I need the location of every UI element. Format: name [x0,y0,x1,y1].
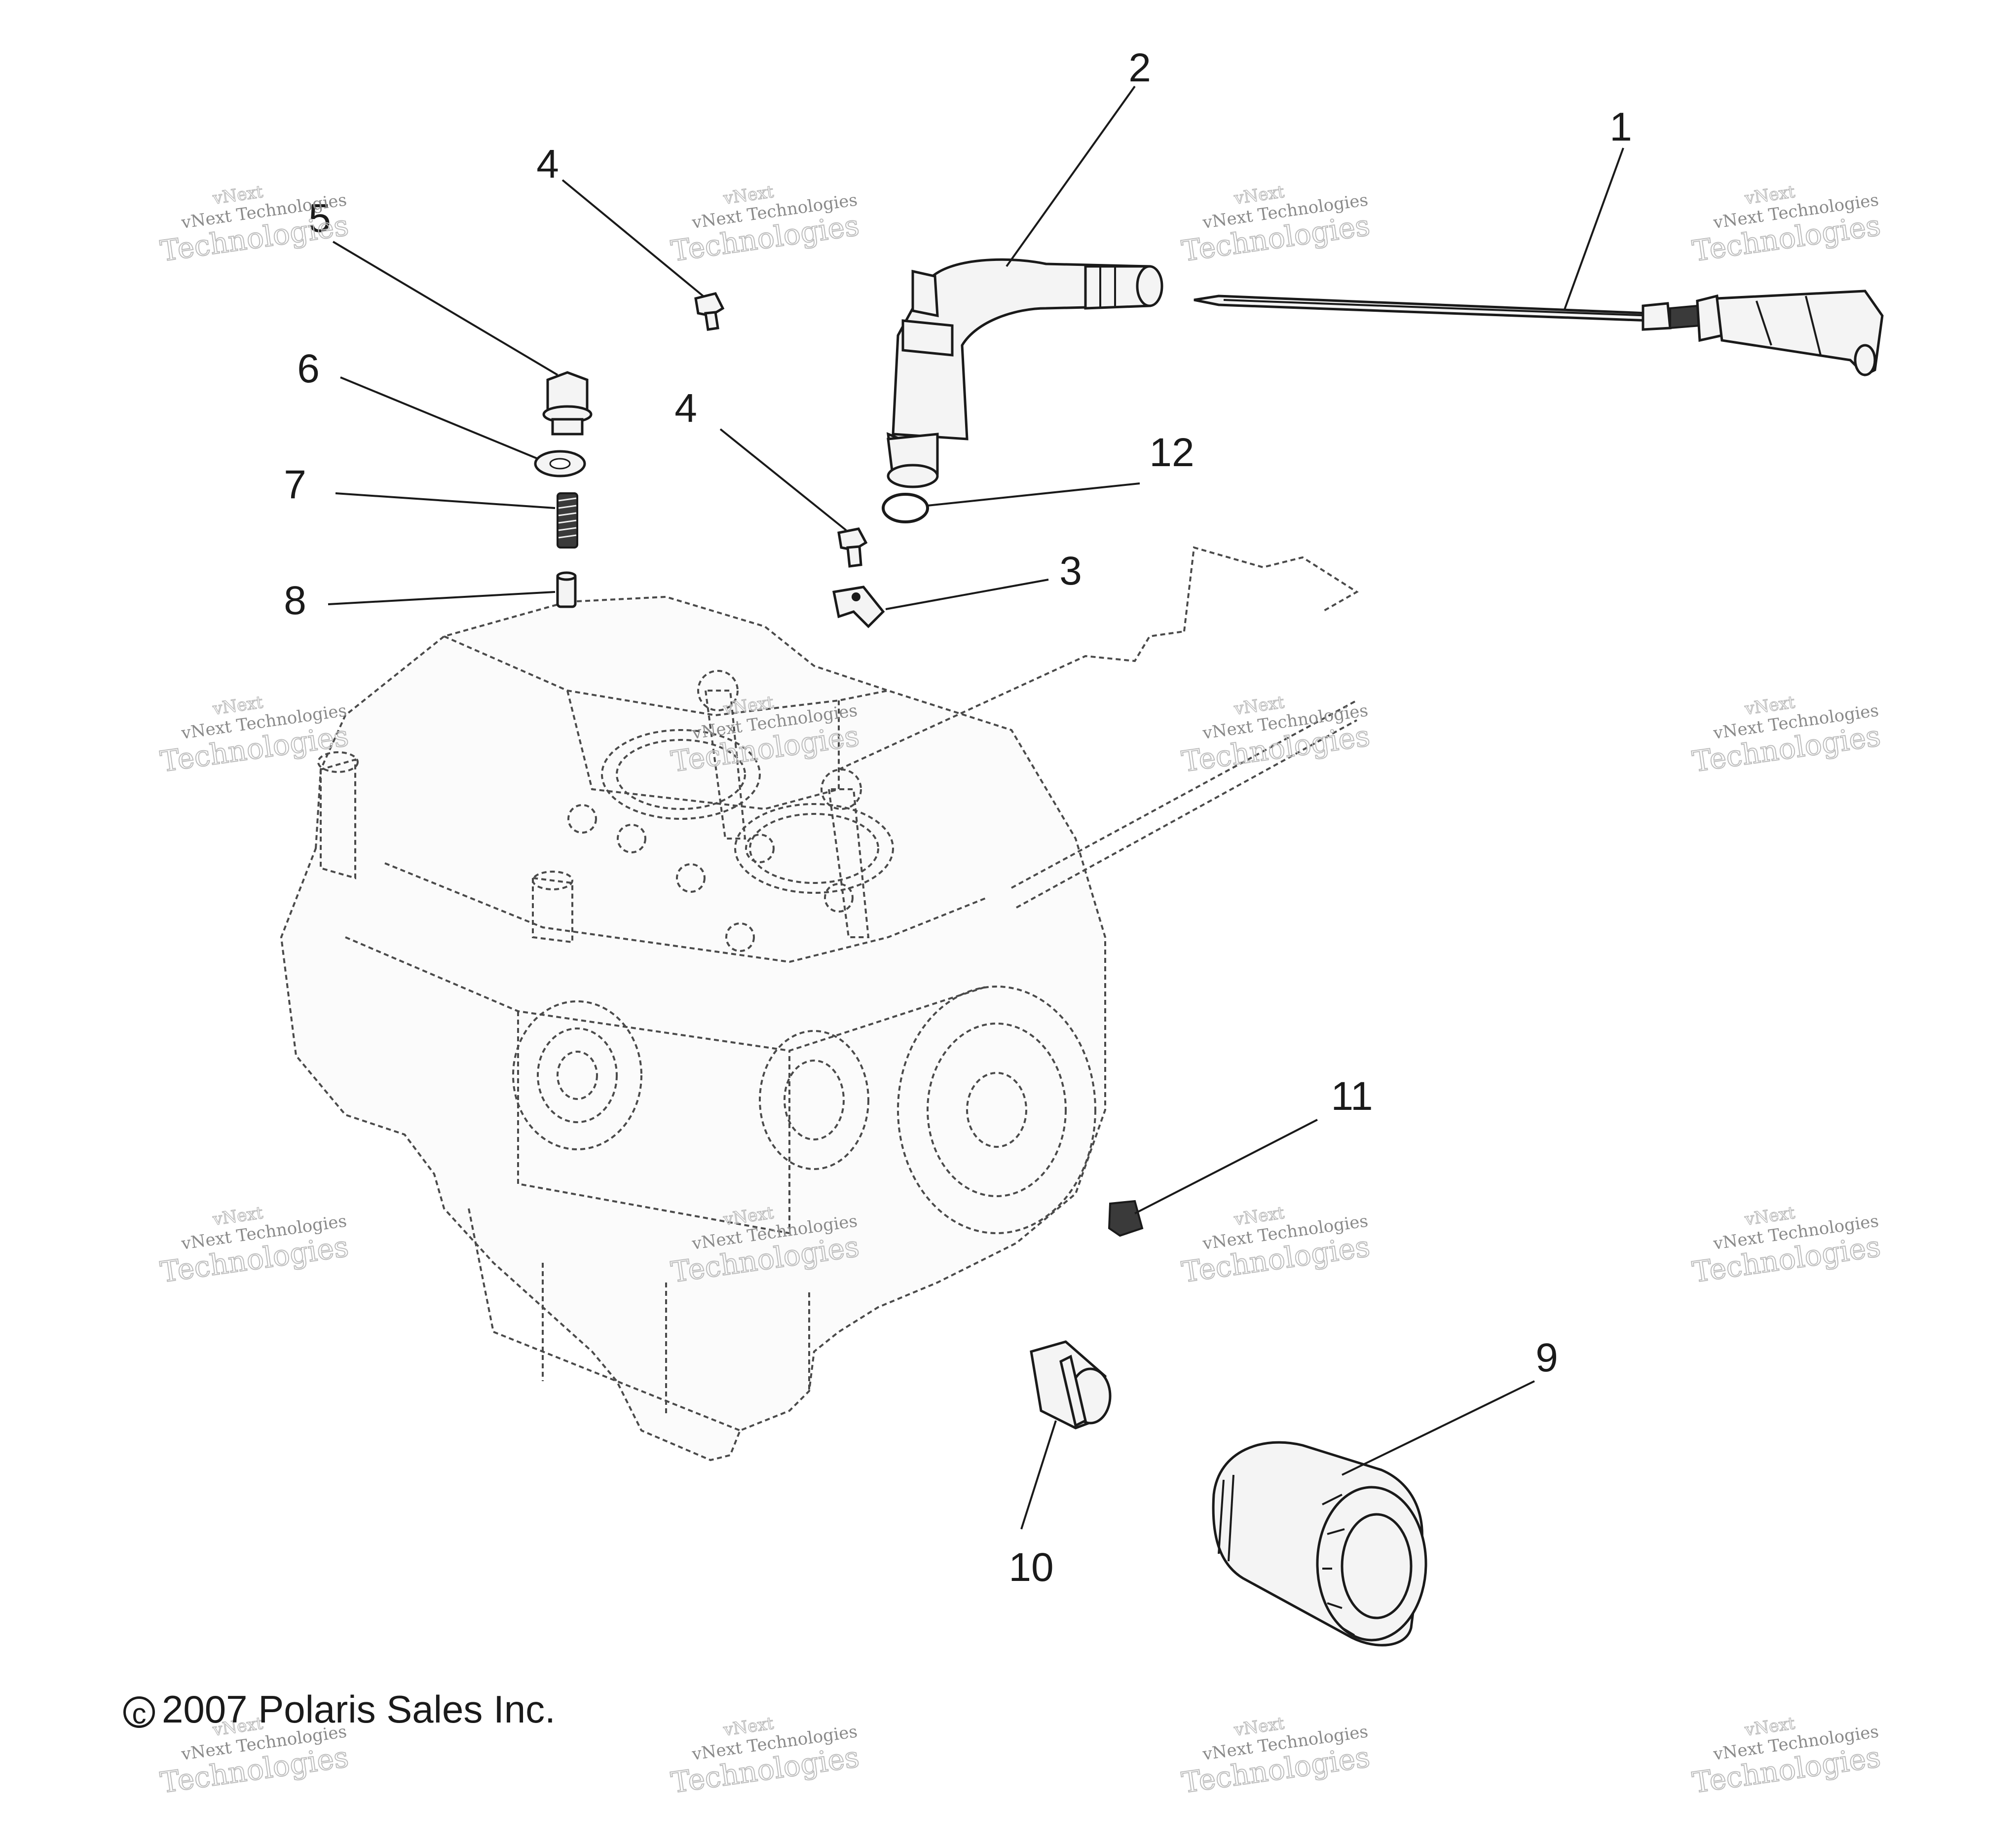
callout-4-lower: 4 [674,386,697,431]
spring-part [557,492,578,549]
leader-10 [1020,1420,1057,1530]
leader-5 [332,241,559,376]
leader-2 [1006,85,1136,267]
callout-12: 12 [1149,430,1194,475]
bolt-part-upper [694,292,725,331]
callout-10: 10 [1008,1545,1053,1590]
copyright-text: 2007 Polaris Sales Inc. [162,1687,556,1731]
oil-filter-part [1212,1441,1427,1647]
leader-12 [927,482,1140,507]
callout-3: 3 [1059,549,1082,593]
dipstick-part [1194,290,1884,377]
bracket-part [832,586,885,628]
callout-6: 6 [297,346,320,391]
leader-4b [719,428,847,531]
callout-labels: 1 2 3 4 4 5 6 7 8 9 10 11 12 [284,45,1632,1590]
leader-9 [1342,1380,1535,1476]
leader-3 [885,579,1049,610]
leader-7 [335,492,556,509]
callout-1: 1 [1609,105,1632,149]
leader-1 [1563,147,1624,311]
callout-2: 2 [1128,45,1151,90]
washer-part [534,450,586,477]
screen-part [1108,1200,1144,1237]
leader-lines [328,85,1624,1530]
callout-4-upper: 4 [536,142,559,186]
bolt-part-lower [837,527,868,568]
dipstick-tube-part [886,258,1163,488]
dowel-pin-part [556,571,577,608]
leader-6 [340,376,538,460]
callout-11: 11 [1331,1074,1373,1119]
fitting-part [1030,1340,1112,1430]
copyright-symbol: c [123,1696,155,1729]
leader-4a [561,179,704,297]
leader-8 [328,591,556,605]
leader-11 [1134,1119,1318,1214]
callout-9: 9 [1535,1335,1558,1380]
drain-plug-part [542,371,593,436]
engine-crankcase [280,546,1359,1462]
o-ring-part [882,493,929,523]
callout-7: 7 [284,462,306,507]
callout-5: 5 [308,196,331,241]
callout-8: 8 [284,578,306,623]
